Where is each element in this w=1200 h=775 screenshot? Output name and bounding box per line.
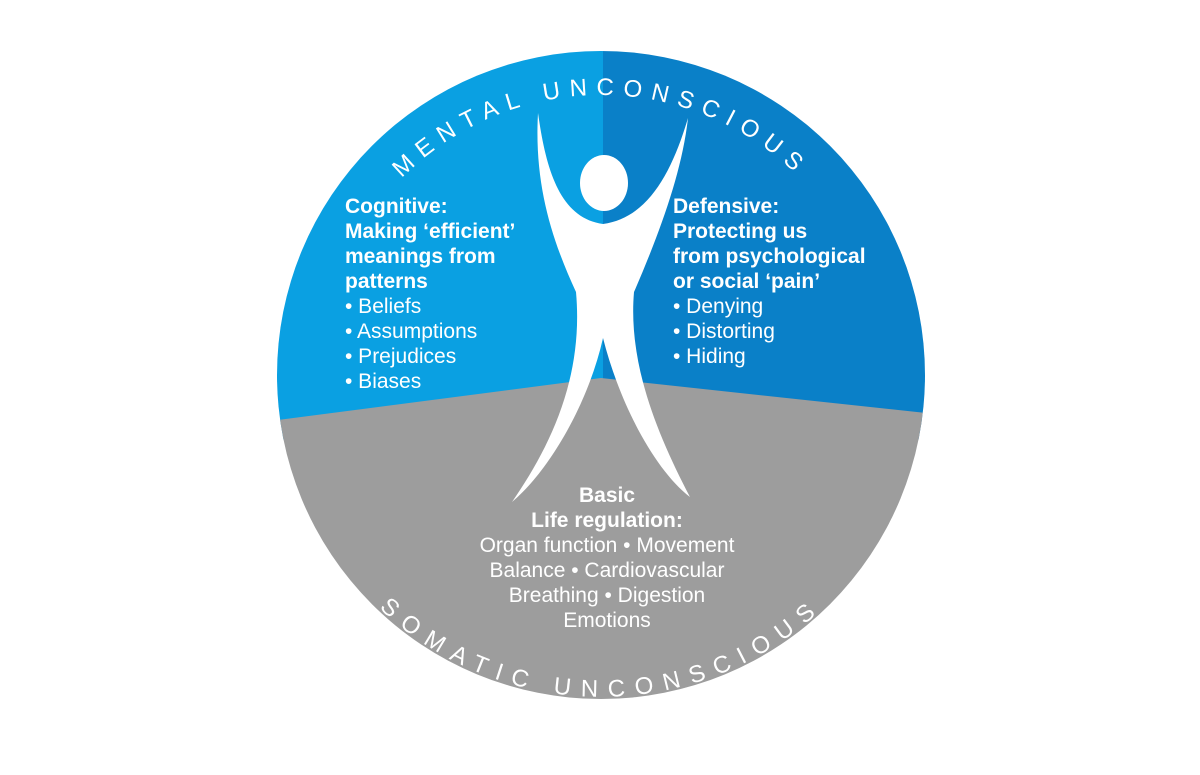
defensive-heading: Protecting us xyxy=(673,220,807,243)
basic-heading: Life regulation: xyxy=(531,509,683,532)
cognitive-item: • Beliefs xyxy=(345,295,421,318)
basic-item: Organ function • Movement xyxy=(480,534,735,557)
defensive-item: • Hiding xyxy=(673,345,746,368)
basic-item: Breathing • Digestion xyxy=(509,584,705,607)
cognitive-item: • Assumptions xyxy=(345,320,477,343)
cognitive-heading: Making ‘efficient’ xyxy=(345,220,515,243)
somatic-segment xyxy=(277,378,925,699)
cognitive-text: Cognitive: Making ‘efficient’ meanings f… xyxy=(345,195,515,393)
cognitive-heading: Cognitive: xyxy=(345,195,448,218)
cognitive-heading: meanings from xyxy=(345,245,496,268)
basic-item: Emotions xyxy=(563,609,651,632)
basic-text: Basic Life regulation: Organ function • … xyxy=(480,484,735,632)
cognitive-item: • Prejudices xyxy=(345,345,456,368)
defensive-text: Defensive: Protecting us from psychologi… xyxy=(673,195,866,368)
cognitive-item: • Biases xyxy=(345,370,421,393)
defensive-heading: Defensive: xyxy=(673,195,779,218)
defensive-item: • Distorting xyxy=(673,320,775,343)
defensive-heading: or social ‘pain’ xyxy=(673,270,820,293)
defensive-heading: from psychological xyxy=(673,245,866,268)
figure-head-icon xyxy=(580,155,628,211)
basic-heading: Basic xyxy=(579,484,635,507)
human-figure-icon xyxy=(512,113,690,502)
cognitive-heading: patterns xyxy=(345,270,428,293)
defensive-item: • Denying xyxy=(673,295,763,318)
basic-item: Balance • Cardiovascular xyxy=(490,559,725,582)
